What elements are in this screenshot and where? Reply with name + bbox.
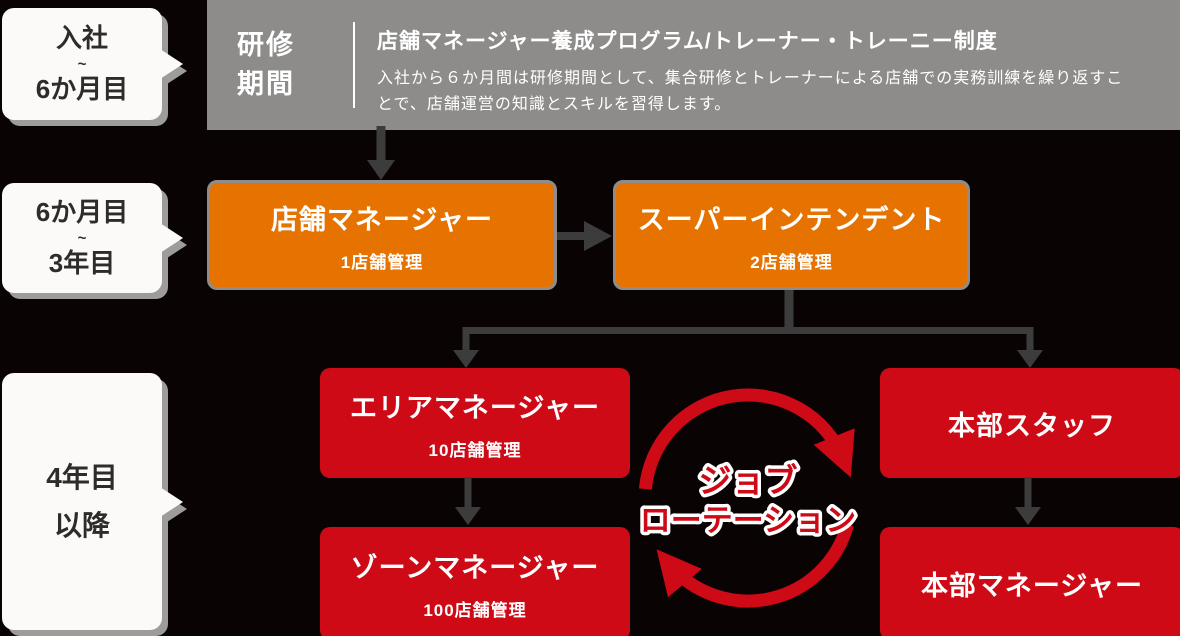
training-content: 店舗マネージャー養成プログラム/トレーナー・トレーニー制度 入社から６か月間は研… — [355, 0, 1180, 130]
job-rotation-label-line2: ローテーション — [640, 503, 856, 538]
training-program-description: 入社から６か月間は研修期間として、集合研修とトレーナーによる店舗での実務訓練を繰… — [377, 70, 1124, 113]
bubble-line: 3年目 — [48, 247, 116, 278]
role-title: ゾーンマネージャー — [350, 553, 600, 583]
timeline-bubble-6months-3years: 6か月目 ~ 3年目 — [2, 183, 187, 293]
bubble-tail — [160, 486, 183, 517]
vertical-divider — [353, 22, 355, 108]
job-rotation-cycle-icon: ジョブ ローテーション — [636, 388, 860, 608]
down-arrow-hq-staff-to-hq-manager — [1015, 477, 1041, 525]
bubble-line: 以降 — [53, 509, 110, 541]
bubble-line: 4年目 — [46, 461, 118, 493]
bubble-tail — [160, 49, 183, 79]
role-subtitle: 1店舗管理 — [340, 252, 424, 272]
role-subtitle: 10店舗管理 — [428, 440, 522, 460]
role-box-hq-staff: 本部スタッフ — [880, 368, 1180, 478]
t-connector-superintendent-split — [453, 290, 1043, 368]
bubble-tail — [160, 223, 183, 253]
timeline-bubble-joining: 入社 ~ 6か月目 — [2, 8, 187, 120]
bubble-line: 6か月目 — [35, 73, 129, 104]
role-subtitle: 100店舗管理 — [423, 601, 527, 620]
down-arrow-area-to-zone-manager — [455, 477, 481, 525]
training-period-box: 研修 期間 店舗マネージャー養成プログラム/トレーナー・トレーニー制度 入社から… — [207, 0, 1180, 130]
bubble-tilde: ~ — [77, 55, 87, 73]
training-program-title: 店舗マネージャー養成プログラム/トレーナー・トレーニー制度 — [377, 30, 998, 53]
bubble-tilde: ~ — [77, 229, 87, 247]
down-arrow-training-to-store-manager — [367, 126, 395, 180]
role-box-zone-manager: ゾーンマネージャー 100店舗管理 — [320, 527, 630, 636]
training-label-line1: 研修 — [237, 29, 295, 60]
role-title: 本部スタッフ — [948, 410, 1116, 441]
training-period-label: 研修 期間 — [207, 0, 353, 130]
bubble-line: 入社 — [55, 23, 108, 54]
role-subtitle: 2店舗管理 — [750, 252, 833, 272]
role-title: スーパーインテンデント — [637, 204, 946, 235]
role-title: エリアマネージャー — [349, 392, 601, 423]
role-box-store-manager: 店舗マネージャー 1店舗管理 — [207, 180, 557, 290]
role-box-superintendent: スーパーインテンデント 2店舗管理 — [613, 180, 970, 290]
job-rotation-label-line1: ジョブ — [699, 462, 798, 499]
role-title: 本部マネージャー — [920, 571, 1144, 601]
role-box-hq-manager: 本部マネージャー — [880, 527, 1180, 636]
bubble-line: 6か月目 — [35, 197, 129, 228]
role-box-area-manager: エリアマネージャー 10店舗管理 — [320, 368, 630, 478]
timeline-bubble-4years-onward: 4年目 以降 — [2, 373, 187, 630]
role-title: 店舗マネージャー — [270, 204, 494, 235]
training-label-line2: 期間 — [237, 69, 295, 99]
right-arrow-store-manager-to-superintendent — [557, 221, 612, 251]
